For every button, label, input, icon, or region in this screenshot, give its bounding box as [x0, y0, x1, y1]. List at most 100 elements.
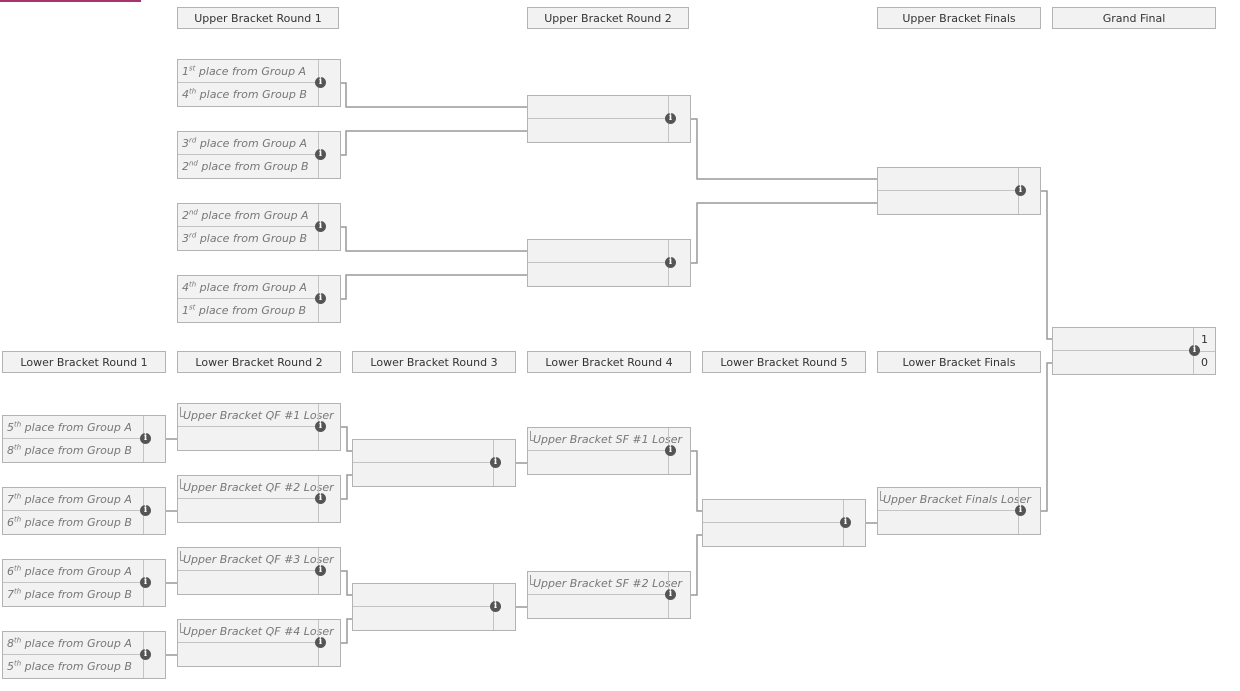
- match-ub-r1-3[interactable]: 2nd place from Group A 3rd place from Gr…: [177, 203, 341, 251]
- active-tab-indicator: [0, 0, 141, 2]
- team-slot: 5th place from Group B: [7, 659, 132, 673]
- score-top: 1: [1194, 328, 1215, 352]
- team-slot: Upper Bracket SF #2 Loser: [528, 572, 682, 595]
- team-slot-empty: [178, 499, 320, 522]
- header-upper-bracket-round-2: Upper Bracket Round 2: [527, 7, 689, 29]
- team-slot-empty: [353, 584, 495, 607]
- bracket-source-icon: [880, 491, 884, 501]
- team-slot-empty: [178, 571, 320, 594]
- info-icon[interactable]: i: [140, 649, 151, 660]
- info-icon[interactable]: i: [140, 505, 151, 516]
- team-slot-empty: [703, 523, 845, 546]
- match-ub-r2-2[interactable]: [527, 239, 691, 287]
- info-icon[interactable]: i: [665, 445, 676, 456]
- team-slot: Upper Bracket SF #1 Loser: [528, 428, 682, 451]
- info-icon[interactable]: i: [840, 517, 851, 528]
- score-bottom: 0: [1201, 356, 1208, 369]
- team-slot: 2nd place from Group A: [178, 204, 320, 227]
- match-lb-r4-2[interactable]: Upper Bracket SF #2 Loser: [527, 571, 691, 619]
- info-icon[interactable]: i: [665, 589, 676, 600]
- info-icon[interactable]: i: [1189, 345, 1200, 356]
- header-upper-bracket-finals: Upper Bracket Finals: [877, 7, 1041, 29]
- match-lb-finals[interactable]: Upper Bracket Finals Loser: [877, 487, 1041, 535]
- team-slot: 6th place from Group A: [3, 560, 145, 583]
- info-icon[interactable]: i: [1015, 185, 1026, 196]
- team-slot: 1st place from Group B: [182, 303, 307, 317]
- info-icon[interactable]: i: [1015, 505, 1026, 516]
- team-slot: 2nd place from Group B: [182, 159, 309, 173]
- header-lower-bracket-round-1: Lower Bracket Round 1: [2, 351, 166, 373]
- team-slot-empty: [1053, 328, 1195, 351]
- info-icon[interactable]: i: [490, 601, 501, 612]
- team-slot-empty: [878, 168, 1020, 191]
- bracket-source-icon: [180, 407, 184, 417]
- team-slot-empty: [703, 500, 845, 523]
- info-icon[interactable]: i: [315, 221, 326, 232]
- match-lb-r5-1[interactable]: [702, 499, 866, 547]
- team-slot-empty: [878, 511, 1020, 534]
- team-slot-empty: [178, 643, 320, 666]
- info-icon[interactable]: i: [140, 433, 151, 444]
- match-ub-finals[interactable]: [877, 167, 1041, 215]
- team-slot-empty: [178, 427, 320, 450]
- team-slot: Upper Bracket QF #2 Loser: [178, 476, 334, 499]
- team-slot: 4th place from Group A: [178, 276, 320, 299]
- header-lower-bracket-round-5: Lower Bracket Round 5: [702, 351, 866, 373]
- team-slot: 8th place from Group B: [7, 443, 132, 457]
- match-lb-r2-3[interactable]: Upper Bracket QF #3 Loser: [177, 547, 341, 595]
- info-icon[interactable]: i: [490, 457, 501, 468]
- match-ub-r1-4[interactable]: 4th place from Group A 1st place from Gr…: [177, 275, 341, 323]
- info-icon[interactable]: i: [315, 421, 326, 432]
- info-icon[interactable]: i: [665, 113, 676, 124]
- bracket-source-icon: [530, 575, 534, 585]
- team-slot-empty: [353, 463, 495, 486]
- team-slot: Upper Bracket QF #3 Loser: [178, 548, 334, 571]
- team-slot-empty: [528, 96, 670, 119]
- team-slot: 3rd place from Group A: [178, 132, 320, 155]
- team-slot-empty: [528, 595, 670, 618]
- match-lb-r3-2[interactable]: [352, 583, 516, 631]
- team-slot: 6th place from Group B: [7, 515, 132, 529]
- match-lb-r3-1[interactable]: [352, 439, 516, 487]
- team-slot: 7th place from Group A: [3, 488, 145, 511]
- header-upper-bracket-round-1: Upper Bracket Round 1: [177, 7, 339, 29]
- info-icon[interactable]: i: [315, 293, 326, 304]
- header-grand-final: Grand Final: [1052, 7, 1216, 29]
- match-lb-r1-2[interactable]: 7th place from Group A 6th place from Gr…: [2, 487, 166, 535]
- team-slot: 7th place from Group B: [7, 587, 132, 601]
- team-slot: Upper Bracket Finals Loser: [878, 488, 1031, 511]
- match-lb-r1-3[interactable]: 6th place from Group A 7th place from Gr…: [2, 559, 166, 607]
- header-lower-bracket-round-3: Lower Bracket Round 3: [352, 351, 516, 373]
- bracket-source-icon: [180, 551, 184, 561]
- match-ub-r1-2[interactable]: 3rd place from Group A 2nd place from Gr…: [177, 131, 341, 179]
- match-lb-r2-1[interactable]: Upper Bracket QF #1 Loser: [177, 403, 341, 451]
- team-slot-empty: [528, 240, 670, 263]
- match-lb-r4-1[interactable]: Upper Bracket SF #1 Loser: [527, 427, 691, 475]
- match-ub-r1-1[interactable]: 1st place from Group A 4th place from Gr…: [177, 59, 341, 107]
- info-icon[interactable]: i: [140, 577, 151, 588]
- team-slot: 4th place from Group B: [182, 87, 307, 101]
- team-slot: 5th place from Group A: [3, 416, 145, 439]
- info-icon[interactable]: i: [315, 637, 326, 648]
- team-slot-empty: [353, 607, 495, 630]
- match-lb-r1-1[interactable]: 5th place from Group A 8th place from Gr…: [2, 415, 166, 463]
- team-slot: 1st place from Group A: [178, 60, 320, 83]
- team-slot-empty: [528, 263, 670, 286]
- match-grand-final[interactable]: 1 0: [1052, 327, 1216, 375]
- header-lower-bracket-round-2: Lower Bracket Round 2: [177, 351, 341, 373]
- match-lb-r2-4[interactable]: Upper Bracket QF #4 Loser: [177, 619, 341, 667]
- info-icon[interactable]: i: [315, 77, 326, 88]
- bracket-source-icon: [530, 431, 534, 441]
- info-icon[interactable]: i: [665, 257, 676, 268]
- info-icon[interactable]: i: [315, 149, 326, 160]
- info-icon[interactable]: i: [315, 565, 326, 576]
- team-slot-empty: [1053, 351, 1195, 374]
- bracket-source-icon: [180, 623, 184, 633]
- team-slot-empty: [353, 440, 495, 463]
- match-lb-r2-2[interactable]: Upper Bracket QF #2 Loser: [177, 475, 341, 523]
- match-ub-r2-1[interactable]: [527, 95, 691, 143]
- team-slot: Upper Bracket QF #1 Loser: [178, 404, 334, 427]
- team-slot: 3rd place from Group B: [182, 231, 308, 245]
- info-icon[interactable]: i: [315, 493, 326, 504]
